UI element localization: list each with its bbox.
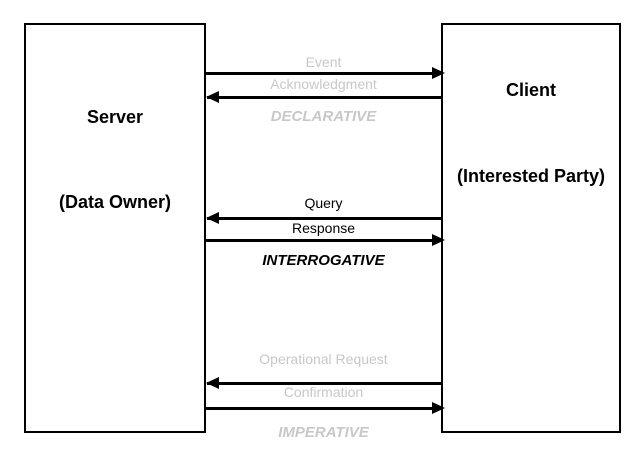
operational-request-arrow-left <box>206 377 441 389</box>
confirmation-label: Confirmation <box>283 384 364 400</box>
query-arrow-left <box>206 212 441 224</box>
server-box-title: Server <box>86 107 144 127</box>
operational-request-label: Operational Request <box>259 351 388 367</box>
event-arrow-right <box>206 67 445 79</box>
server-box: Server (Data Owner) <box>24 23 206 433</box>
query-label: Query <box>304 195 343 211</box>
acknowledgment-label: Acknowledgment <box>270 76 377 92</box>
response-label: Response <box>291 220 356 236</box>
event-label: Event <box>305 54 342 70</box>
imperative-category-label: IMPERATIVE <box>278 424 369 441</box>
client-box-subtitle: (Interested Party) <box>456 166 606 186</box>
interrogative-category-label: INTERROGATIVE <box>262 252 385 269</box>
acknowledgment-arrow-left <box>206 91 441 103</box>
client-box: Client (Interested Party) <box>441 23 621 433</box>
confirmation-arrow-right <box>206 402 445 414</box>
server-box-subtitle: (Data Owner) <box>58 192 172 212</box>
response-arrow-right <box>206 234 445 246</box>
declarative-category-label: DECLARATIVE <box>270 108 377 125</box>
client-box-title: Client <box>505 80 556 100</box>
